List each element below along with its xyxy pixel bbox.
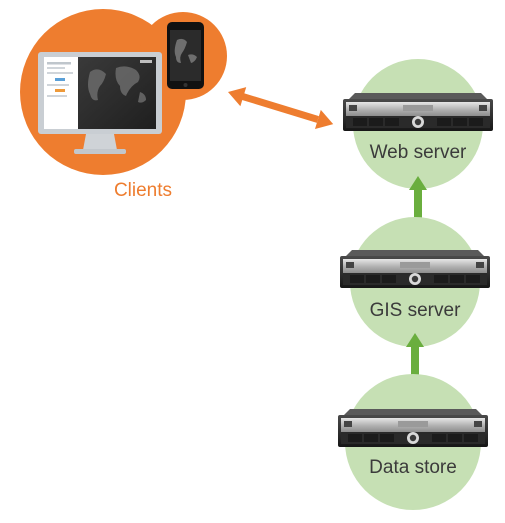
clients-cluster: Clients	[20, 9, 227, 201]
data-store-label: Data store	[369, 457, 457, 478]
rack-server-icon	[343, 93, 493, 131]
rack-server-icon	[338, 409, 488, 447]
smartphone-icon	[167, 22, 204, 89]
data-store-node: Data store	[338, 374, 488, 510]
desktop-monitor-icon	[38, 52, 162, 154]
web-server-node: Web server	[343, 59, 493, 189]
gis-server-label: GIS server	[370, 300, 461, 321]
gis-server-node: GIS server	[340, 217, 490, 347]
rack-server-icon	[340, 250, 490, 288]
clients-label: Clients	[114, 180, 172, 201]
web-server-label: Web server	[370, 142, 467, 163]
clients-web-arrow	[228, 87, 334, 130]
